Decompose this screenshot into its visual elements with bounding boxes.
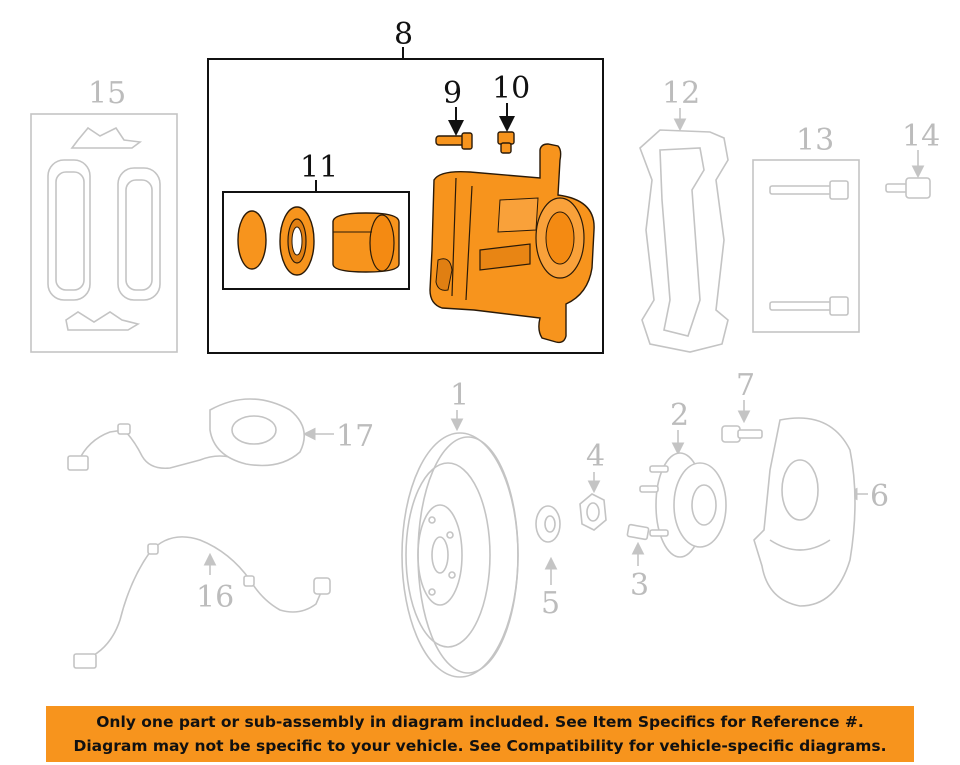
splash-shield bbox=[753, 417, 856, 607]
brake-pads bbox=[47, 126, 161, 331]
wheel-speed-sensor-rear bbox=[73, 536, 331, 669]
guide-pins bbox=[769, 180, 849, 316]
disclaimer-line-1: Only one part or sub-assembly in diagram… bbox=[96, 713, 864, 731]
disclaimer-banner: Only one part or sub-assembly in diagram… bbox=[46, 706, 914, 762]
label-2: 2 bbox=[670, 398, 689, 433]
label-3: 3 bbox=[630, 568, 649, 603]
label-16: 16 bbox=[196, 580, 234, 615]
label-4: 4 bbox=[586, 439, 605, 474]
disclaimer-line-2: Diagram may not be specific to your vehi… bbox=[73, 737, 887, 755]
label-7: 7 bbox=[736, 368, 755, 403]
brake-caliper bbox=[429, 143, 595, 344]
label-10: 10 bbox=[492, 71, 530, 106]
piston-seal bbox=[237, 210, 267, 270]
label-12: 12 bbox=[662, 76, 700, 111]
label-5: 5 bbox=[541, 586, 560, 621]
washer bbox=[535, 505, 561, 543]
bleeder-cap bbox=[497, 131, 515, 154]
guide-pins-box bbox=[752, 159, 860, 333]
brake-rotor bbox=[401, 432, 519, 678]
bleeder-screw bbox=[435, 132, 473, 150]
wheel-hub bbox=[639, 452, 727, 558]
caliper-assembly-box bbox=[207, 47, 604, 354]
label-11: 11 bbox=[300, 150, 338, 185]
brake-pads-box bbox=[30, 113, 178, 353]
piston-boot bbox=[279, 206, 315, 276]
label-15: 15 bbox=[88, 76, 126, 111]
hub-nut bbox=[579, 493, 607, 531]
label-14: 14 bbox=[902, 119, 940, 154]
label-8: 8 bbox=[394, 17, 413, 52]
caliper-piston bbox=[332, 212, 400, 273]
wheel-speed-sensor-front bbox=[67, 398, 306, 471]
label-6: 6 bbox=[870, 479, 889, 514]
label-9: 9 bbox=[443, 76, 462, 111]
label-1: 1 bbox=[450, 378, 469, 413]
label-17: 17 bbox=[336, 419, 374, 454]
caliper-bracket bbox=[639, 129, 729, 353]
label-13: 13 bbox=[796, 123, 834, 158]
caliper-bolt bbox=[885, 177, 931, 199]
piston-kit-box bbox=[222, 180, 410, 290]
shield-bolt bbox=[721, 425, 763, 443]
wheel-stud bbox=[626, 523, 650, 541]
